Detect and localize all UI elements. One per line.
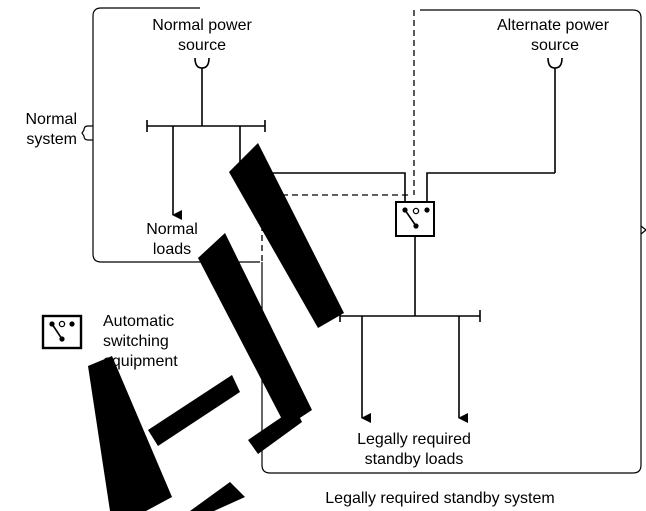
normal-system-brace <box>81 125 93 141</box>
standby-system-label: Legally required standby system <box>325 490 554 507</box>
standby-loads-label-1: Legally required <box>357 431 471 448</box>
standby-loads-label-2: standby loads <box>365 451 464 468</box>
normal-source-label-1: Normal power <box>152 17 252 34</box>
standby-system-boundary <box>261 9 642 474</box>
normal-system-label-1: Normal <box>25 111 77 128</box>
normal-system-boundary <box>92 7 415 263</box>
normal-loads-label-2: loads <box>153 241 191 258</box>
normal-loads-label-1: Normal <box>146 221 198 238</box>
transfer-switch-icon <box>395 201 435 237</box>
alternate-source-connector <box>547 57 563 173</box>
draft-watermark <box>88 143 344 511</box>
normal-feeder <box>239 126 406 202</box>
alternate-source-label-2: source <box>531 37 579 54</box>
normal-source-connector <box>194 57 210 126</box>
legend-label-3: equipment <box>103 353 178 370</box>
alternate-feeder <box>426 172 555 202</box>
normal-system-label-2: system <box>26 131 77 148</box>
legend-label-2: switching <box>103 333 169 350</box>
alternate-source-label-1: Alternate power <box>497 17 610 34</box>
standby-brace-mark <box>640 225 646 235</box>
legend-switch-icon <box>41 314 83 350</box>
legend-label-1: Automatic <box>103 313 174 330</box>
normal-bus <box>146 120 266 132</box>
normal-source-label-2: source <box>178 37 226 54</box>
